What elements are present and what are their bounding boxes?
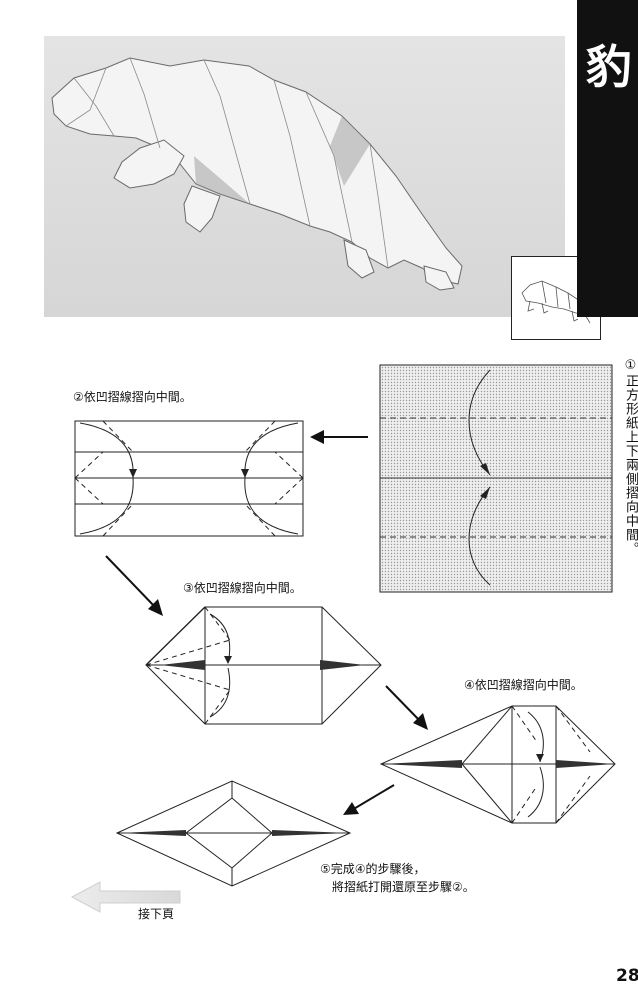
step3-caption: ③依凹摺線摺向中間。 <box>183 581 302 595</box>
page-title: 豹 <box>586 40 632 94</box>
step5-caption-line2: 將摺紙打開還原至步驟②。 <box>332 880 475 894</box>
step4-caption: ④依凹摺線摺向中間。 <box>464 678 583 692</box>
arrow-4-to-5 <box>343 784 395 815</box>
step5-caption-line1: ⑤完成④的步驟後， <box>320 862 426 876</box>
next-page-label[interactable]: 接下頁 <box>138 907 175 921</box>
arrow-1-to-2 <box>310 430 368 444</box>
step2-diagram <box>74 420 304 537</box>
next-page-arrow-icon[interactable] <box>70 881 181 913</box>
step1-caption: ①正方形紙上下兩側摺向中間。 <box>623 358 638 556</box>
step3-center-fold <box>160 660 365 670</box>
arrow-2-to-3 <box>105 555 163 616</box>
origami-photo <box>44 36 601 340</box>
title-sidebar <box>577 0 638 317</box>
leopard-model-image <box>51 57 463 291</box>
arrow-3-to-4 <box>385 685 428 730</box>
page-number: 28 <box>616 966 638 986</box>
step1-diagram <box>379 364 613 593</box>
step2-caption: ②依凹摺線摺向中間。 <box>73 390 192 404</box>
